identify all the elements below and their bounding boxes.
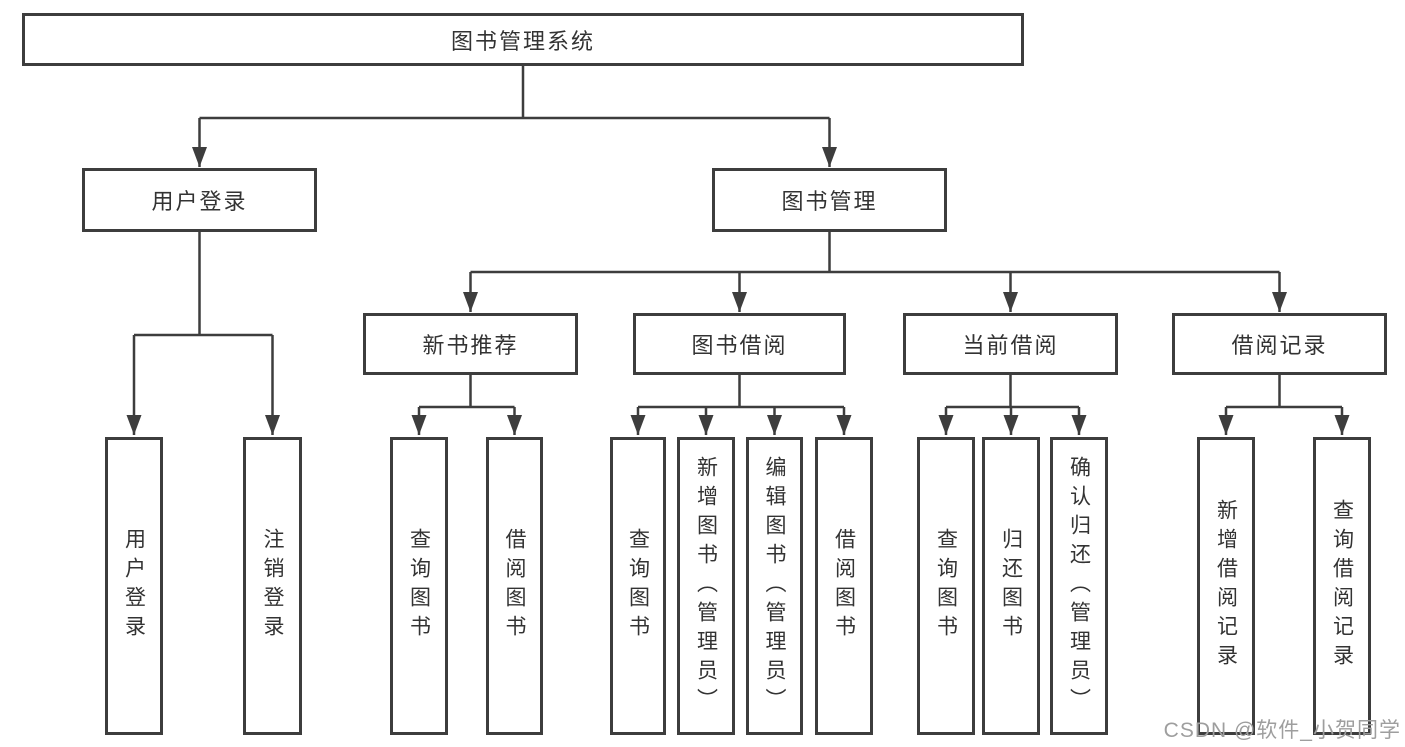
leaf-edit-book-admin-label: 编辑图书（管理员） — [763, 455, 786, 717]
leaf-logout: 注销登录 — [243, 437, 302, 735]
leaf-user-login-label: 用户登录 — [122, 528, 146, 644]
connector-book-borrow-children — [630, 375, 852, 435]
leaf-return-book-label: 归还图书 — [999, 528, 1023, 644]
leaf-query-book-recommend: 查询图书 — [390, 437, 448, 735]
connector-current-borrow-children — [938, 375, 1087, 435]
leaf-query-book-current-label: 查询图书 — [934, 528, 958, 644]
node-book-borrow: 图书借阅 — [633, 313, 846, 375]
leaf-query-book-recommend-label: 查询图书 — [407, 528, 431, 644]
leaf-query-borrow-record: 查询借阅记录 — [1313, 437, 1371, 735]
connector-book-management-children — [463, 232, 1287, 312]
leaf-add-book-admin-label: 新增图书（管理员） — [694, 455, 718, 717]
leaf-query-book-borrow: 查询图书 — [610, 437, 666, 735]
leaf-borrow-book-recommend-label: 借阅图书 — [503, 528, 526, 644]
connector-user-login-children — [126, 232, 280, 435]
csdn-watermark: CSDN @软件_小贺同学 — [1163, 719, 1401, 742]
leaf-query-book-borrow-label: 查询图书 — [626, 528, 650, 644]
leaf-logout-label: 注销登录 — [261, 528, 284, 644]
leaf-query-borrow-record-label: 查询借阅记录 — [1330, 499, 1354, 673]
leaf-user-login: 用户登录 — [105, 437, 163, 735]
node-user-login: 用户登录 — [82, 168, 317, 232]
node-current-borrow: 当前借阅 — [903, 313, 1118, 375]
connector-borrow-records-children — [1218, 375, 1350, 435]
leaf-borrow-book: 借阅图书 — [815, 437, 873, 735]
leaf-return-book: 归还图书 — [982, 437, 1040, 735]
node-borrow-records: 借阅记录 — [1172, 313, 1387, 375]
leaf-borrow-book-label: 借阅图书 — [832, 528, 856, 644]
leaf-confirm-return-admin: 确认归还（管理员） — [1050, 437, 1108, 735]
leaf-edit-book-admin: 编辑图书（管理员） — [746, 437, 803, 735]
leaf-query-book-current: 查询图书 — [917, 437, 975, 735]
leaf-add-borrow-record: 新增借阅记录 — [1197, 437, 1255, 735]
node-library-management-system: 图书管理系统 — [22, 13, 1024, 66]
leaf-confirm-return-admin-label: 确认归还（管理员） — [1067, 455, 1091, 717]
leaf-borrow-book-recommend: 借阅图书 — [486, 437, 543, 735]
leaf-add-borrow-record-label: 新增借阅记录 — [1214, 499, 1238, 673]
node-book-management: 图书管理 — [712, 168, 947, 232]
connector-new-book-children — [411, 375, 522, 435]
node-new-book-recommend: 新书推荐 — [363, 313, 578, 375]
connector-root-to-level2 — [192, 66, 837, 167]
leaf-add-book-admin: 新增图书（管理员） — [677, 437, 735, 735]
